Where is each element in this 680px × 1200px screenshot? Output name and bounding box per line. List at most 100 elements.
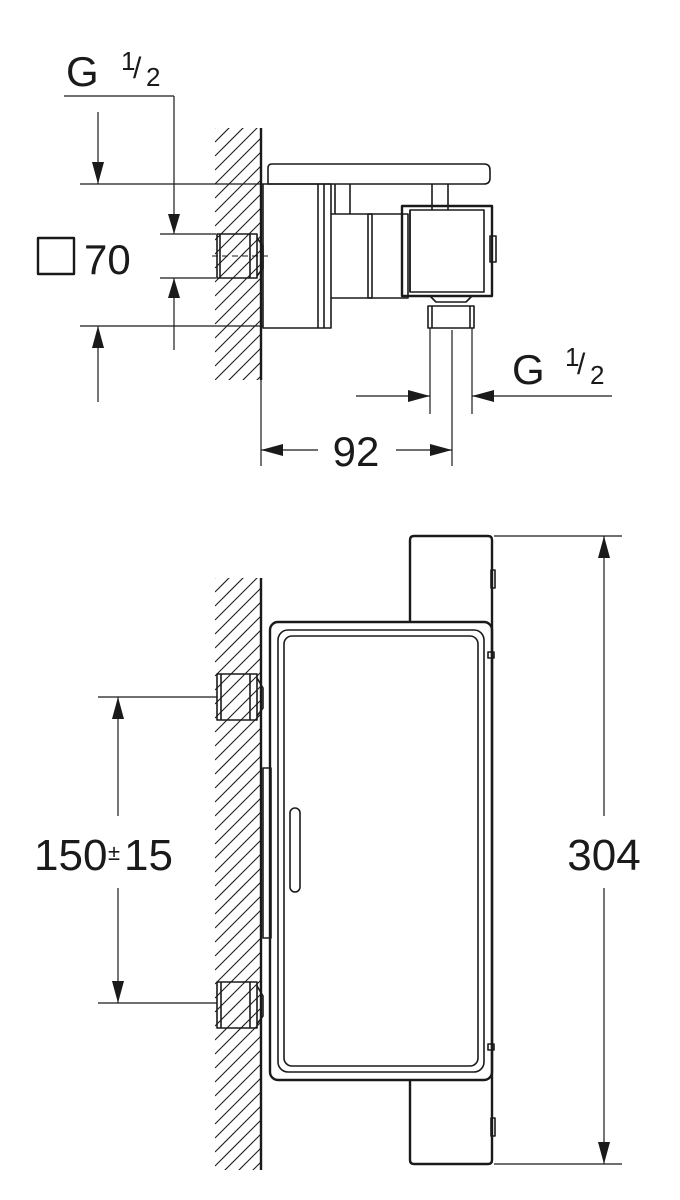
wall-hatch-line [215, 909, 261, 957]
wall-hatch-line [215, 881, 261, 929]
inlet-spacing-tolerance-symbol: ± [108, 840, 120, 865]
wall-hatch-line [215, 601, 261, 649]
outlet-thread-slash: / [577, 348, 586, 381]
wall-hatch-line [215, 128, 258, 171]
wall-hatch-line [215, 1021, 261, 1069]
wall-hatch-line [215, 1035, 261, 1083]
wall-hatch-line [215, 797, 261, 845]
inlet-thread-numerator: 1 [121, 46, 135, 76]
wall-section-bottom [215, 518, 263, 1200]
wall-hatch-line [215, 811, 261, 859]
wall-hatch-line [215, 221, 261, 269]
wall-hatch-line [252, 1161, 261, 1170]
wall-hatch-line [215, 993, 261, 1041]
wall-hatch-line [215, 1105, 261, 1153]
square-size-value: 70 [84, 236, 131, 283]
control-handle [289, 807, 301, 893]
wall-hatch-line [215, 128, 244, 157]
inlet-spacing-value: 150 [34, 831, 107, 880]
wall-hatch-line [228, 347, 261, 380]
wall-hatch-line [215, 207, 261, 255]
wall-hatch-line [215, 291, 261, 339]
wall-hatch-line [215, 699, 261, 747]
wall-hatch-line [215, 578, 244, 607]
wall-hatch-line [215, 643, 261, 691]
wall-hatch-line [215, 578, 230, 593]
wall-hatch-line [215, 895, 261, 943]
wall-hatch-line [215, 277, 261, 325]
wall-hatch-line [215, 390, 261, 436]
wall-hatch-line [215, 263, 261, 311]
wall-hatch-line [242, 361, 261, 380]
inlet-thread-denominator: 2 [146, 62, 160, 92]
inlet-spacing-tolerance: 15 [124, 831, 173, 880]
wall-hatch-line [215, 937, 261, 985]
inlet-thread-g: G [66, 48, 99, 95]
wall-hatch-line [215, 741, 261, 789]
wall-hatch-line [215, 755, 261, 803]
inlet-thread-slash: / [133, 52, 142, 85]
wall-hatch-line [215, 615, 261, 663]
projection-dimension: 92 [260, 330, 453, 475]
wall-hatch-line [215, 193, 261, 241]
wall-hatch-line [215, 1007, 261, 1055]
total-height-value: 304 [567, 831, 640, 880]
wall-hatch-line [215, 578, 258, 621]
wall-hatch-line [215, 853, 261, 901]
wall-hatch-line [215, 1049, 261, 1097]
wall-hatch-line [215, 713, 261, 761]
mixer-body-front [262, 620, 495, 1082]
wall-hatch-line [215, 587, 261, 635]
projection-value: 92 [333, 428, 380, 475]
wall-hatch-line [215, 128, 216, 129]
wall-hatch-line [215, 179, 261, 227]
wall-hatch-line [215, 657, 261, 705]
wall-hatch-line [256, 375, 261, 380]
wall-hatch-line [215, 249, 261, 297]
wall-hatch-line [215, 867, 261, 915]
wall-hatch-line [215, 951, 261, 999]
wall-hatch-line [215, 319, 261, 367]
inlet-spacing-dimension: 150 ± 15 [34, 696, 217, 1004]
wall-hatch-line [215, 783, 261, 831]
square-symbol-icon [36, 236, 76, 276]
wall-hatch-line [215, 305, 261, 353]
wall-hatch-line [215, 578, 216, 579]
wall-hatch-line [215, 979, 261, 1027]
front-view: 150 ± 15 304 [34, 518, 641, 1200]
wall-hatch-line [215, 137, 261, 185]
wall-hatch-line [215, 165, 261, 213]
wall-hatch-line [215, 923, 261, 971]
square-size-dimension: 70 [36, 112, 263, 402]
wall-hatch-line [215, 1077, 261, 1125]
wall-hatch-line [215, 1063, 261, 1111]
wall-hatch-line [215, 151, 261, 199]
wall-hatch-line [215, 685, 261, 733]
wall-hatch-line [215, 1091, 261, 1139]
wall-hatch-line [238, 1147, 261, 1170]
wall-hatch-line [215, 333, 261, 380]
inlet-fitting-side [212, 233, 268, 279]
side-view: G 1 / 2 70 G 1 / 2 [36, 46, 612, 475]
wall-hatch-line [215, 629, 261, 677]
wall-hatch-line [224, 1133, 261, 1170]
wall-hatch-line [215, 839, 261, 887]
wall-hatch-line [215, 825, 261, 873]
total-height-dimension: 304 [494, 535, 641, 1165]
inlet-fitting-lower [216, 981, 264, 1029]
wall-hatch-line [215, 518, 261, 564]
wall-hatch-line [215, 1176, 261, 1200]
outlet-thread-numerator: 1 [565, 342, 579, 372]
wall-hatch-line [215, 68, 261, 114]
wall-hatch-line [215, 671, 261, 719]
wall-hatch-line [215, 128, 230, 143]
wall-hatch-line [215, 1119, 261, 1167]
wall-section-top [215, 68, 263, 436]
outlet-thread-denominator: 2 [590, 360, 604, 390]
wall-hatch-line [215, 769, 261, 817]
inlet-thread-dimension: G 1 / 2 [64, 46, 216, 350]
outlet-thread-dimension: G 1 / 2 [356, 328, 612, 414]
wall-hatch-line [215, 727, 261, 775]
mixer-body-side [262, 163, 497, 329]
